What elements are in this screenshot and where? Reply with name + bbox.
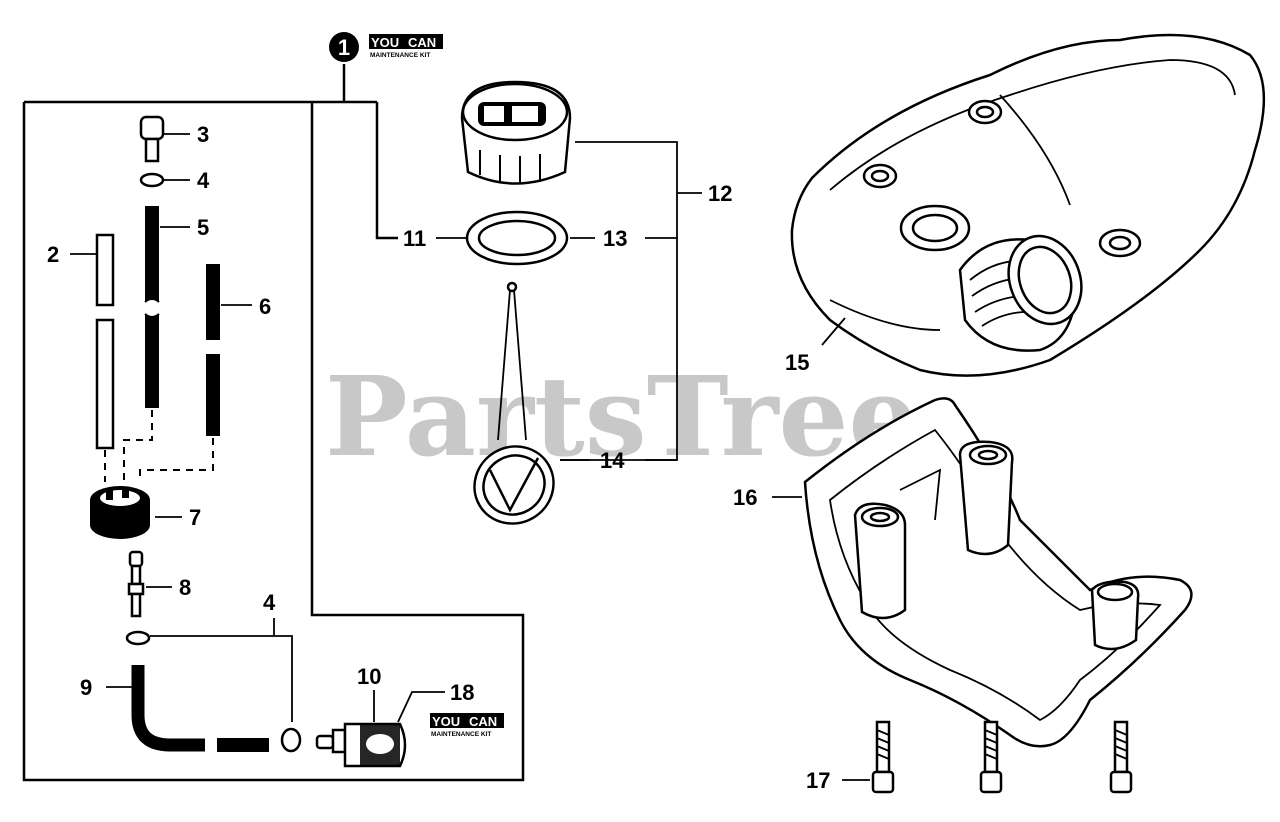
part-4-oring-top (139, 172, 165, 188)
part-4-oring-filter (280, 727, 302, 753)
part-17-screw-a (871, 720, 895, 794)
part-15-fuel-tank (790, 33, 1266, 377)
callout-6: 6 (259, 294, 271, 319)
kit-logo-you-bottom: YOU (432, 714, 460, 729)
part-12-fuel-cap (460, 80, 572, 185)
callout-14: 14 (600, 448, 625, 473)
part-14-tether (473, 281, 555, 525)
part-9-fuel-line (131, 665, 269, 752)
kit-logo-can-bottom: CAN (469, 714, 497, 729)
callout-17: 17 (806, 768, 830, 793)
callout-5: 5 (197, 215, 209, 240)
kit-badge-top: 1 YOU CAN MAINTENANCE KIT (329, 32, 443, 62)
callout-4-bottom: 4 (263, 590, 276, 615)
kit-badge-bottom: YOU CAN MAINTENANCE KIT (430, 713, 504, 738)
kit-tagline: MAINTENANCE KIT (370, 52, 430, 59)
leader-18 (397, 691, 445, 723)
callout-18: 18 (450, 680, 474, 705)
part-5-tube (144, 206, 160, 408)
kit-bracket-box (22, 100, 525, 782)
part-3-plug (139, 115, 165, 163)
callout-10: 10 (357, 664, 381, 689)
callout-16: 16 (733, 485, 757, 510)
callout-3: 3 (197, 122, 209, 147)
callout-8: 8 (179, 575, 191, 600)
part-17-screw-b (979, 720, 1003, 794)
leader-11 (375, 102, 398, 240)
callout-1: 1 (338, 35, 350, 60)
kit-logo-you: YOU (371, 35, 399, 50)
part-7-grommet (90, 486, 150, 539)
callout-13: 13 (603, 226, 627, 251)
part-6-tube (206, 264, 220, 436)
dash-5-to-7 (123, 410, 153, 482)
callout-7: 7 (189, 505, 201, 530)
kit-logo-can: CAN (408, 35, 436, 50)
part-16-bracket (803, 397, 1193, 748)
callout-9: 9 (80, 675, 92, 700)
dash-6-to-7 (139, 438, 214, 482)
part-8-fitting (127, 550, 145, 618)
part-2-clear-tube (95, 233, 115, 450)
part-10-fuel-filter (315, 722, 407, 768)
part-13-gasket (465, 210, 569, 266)
leader-12 (560, 141, 678, 461)
callout-2: 2 (47, 242, 59, 267)
callout-12: 12 (708, 181, 732, 206)
part-4-oring-bottom (125, 630, 151, 646)
callout-4-top: 4 (197, 168, 210, 193)
callout-15: 15 (785, 350, 809, 375)
part-17-screw-c (1109, 720, 1133, 794)
leader-4-bottom (150, 635, 293, 722)
kit-logo (369, 34, 443, 49)
callout-11: 11 (403, 226, 426, 251)
kit-tagline-bottom: MAINTENANCE KIT (431, 731, 491, 738)
